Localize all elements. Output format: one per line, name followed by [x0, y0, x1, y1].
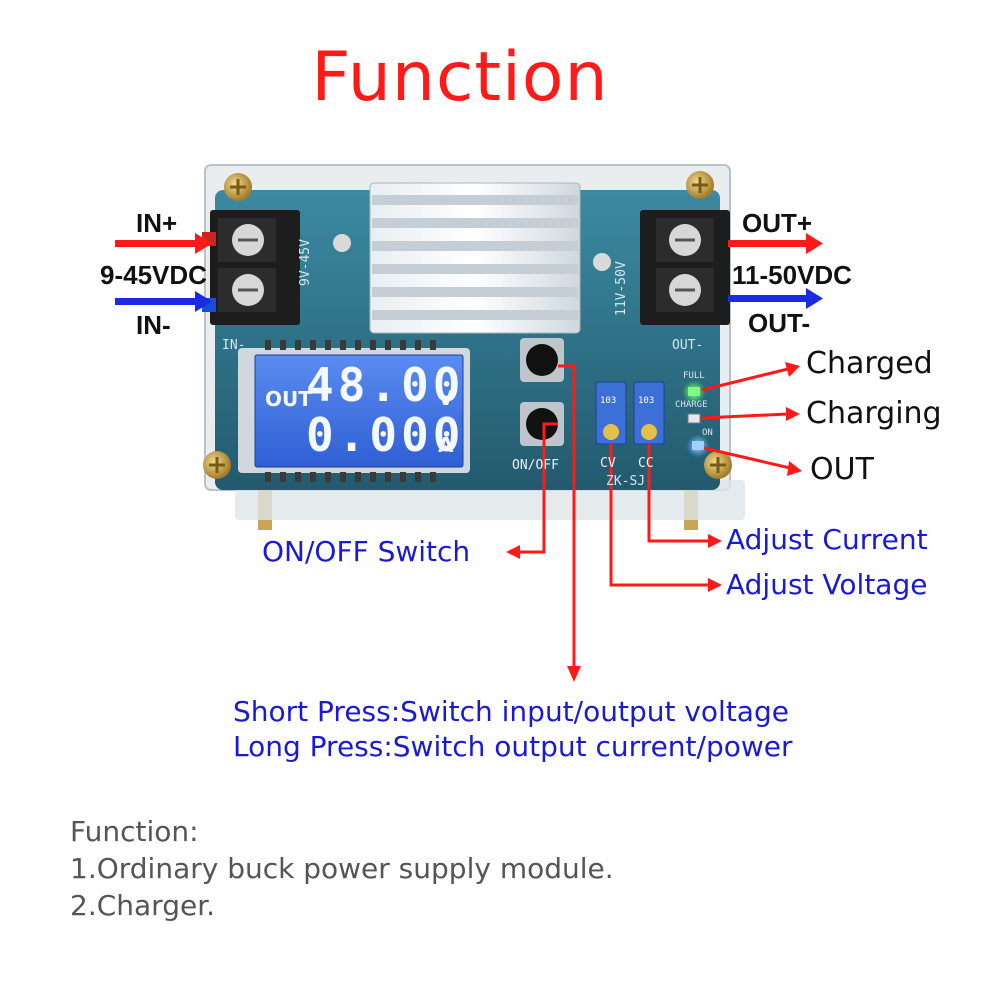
lcd-pins [265, 340, 436, 482]
cv-pot-marking: 103 [600, 396, 617, 406]
adjust-voltage-arrow [609, 444, 722, 592]
short-press-callout: Short Press:Switch input/output voltage [233, 695, 789, 728]
mode-push-button [520, 338, 564, 382]
corner-screw [224, 173, 252, 201]
pcb-cc-marking: CC [638, 456, 654, 471]
onoff-switch-arrow [506, 422, 558, 559]
pcb-cv-marking: CV [600, 456, 616, 471]
description-line-2: 2.Charger. [70, 889, 216, 922]
capacitor [593, 253, 611, 271]
charging-callout: Charging [806, 396, 942, 431]
lcd-current-readout: 0.000 [306, 408, 465, 462]
charged-arrow [701, 362, 800, 392]
mode-button-arrow [558, 364, 581, 682]
corner-screw [704, 451, 732, 479]
pcb-full-marking: FULL [683, 371, 705, 381]
led-full-green [682, 380, 706, 404]
adjust-current-arrow [647, 444, 722, 548]
capacitor [333, 234, 351, 252]
out-led-callout: OUT [810, 452, 874, 487]
cc-potentiometer [633, 381, 665, 445]
in-minus-arrow [115, 291, 212, 312]
led-charge [687, 413, 701, 424]
out-led-arrow [703, 446, 802, 476]
output-range-label: 11-50VDC [732, 260, 852, 290]
in-plus-arrow [115, 233, 212, 254]
pcb-left-range-marking: 9V-45V [298, 239, 313, 286]
out-plus-arrow [728, 233, 823, 254]
long-press-callout: Long Press:Switch output current/power [233, 730, 793, 763]
pcb-model-marking: ZK-SJ [606, 474, 646, 489]
onoff-push-button [520, 402, 564, 446]
out-minus-label: OUT- [748, 308, 811, 338]
pcb-right-range-marking: 11V-50V [614, 261, 629, 316]
corner-screw [203, 451, 231, 479]
lcd-screen [254, 354, 464, 468]
corner-screw [686, 171, 714, 199]
in-minus-label: IN- [136, 310, 171, 340]
output-terminal-block [640, 210, 730, 325]
adjust-voltage-callout: Adjust Voltage [726, 568, 928, 601]
cc-pot-marking: 103 [638, 396, 655, 406]
charged-callout: Charged [806, 346, 933, 381]
in-plus-label: IN+ [136, 208, 178, 238]
pcb-onoff-marking: ON/OFF [512, 458, 559, 473]
input-range-label: 9-45VDC [100, 260, 207, 290]
lcd-mode-label: OUT [265, 387, 312, 411]
input-terminal-block [202, 210, 300, 325]
pcb-on-marking: ON [702, 428, 713, 438]
out-minus-arrow [728, 288, 823, 309]
onoff-switch-callout: ON/OFF Switch [262, 535, 471, 568]
heatsink [369, 182, 581, 334]
lcd-current-unit: A [438, 433, 454, 457]
description-line-1: 1.Ordinary buck power supply module. [70, 852, 614, 885]
led-on-blue [686, 434, 710, 458]
pcb-in-marking: IN- [222, 338, 246, 353]
adjust-current-callout: Adjust Current [726, 523, 928, 556]
cv-potentiometer [595, 381, 627, 445]
pcb-out-marking: OUT- [672, 338, 704, 353]
out-plus-label: OUT+ [742, 208, 813, 238]
page-title: Function [311, 38, 609, 117]
lcd-voltage-unit: V [438, 386, 454, 410]
lcd-voltage-readout: 48.00 [306, 358, 465, 412]
charging-arrow [701, 407, 800, 421]
pcb-charge-marking: CHARGE [675, 400, 708, 410]
description-heading: Function: [70, 815, 199, 848]
